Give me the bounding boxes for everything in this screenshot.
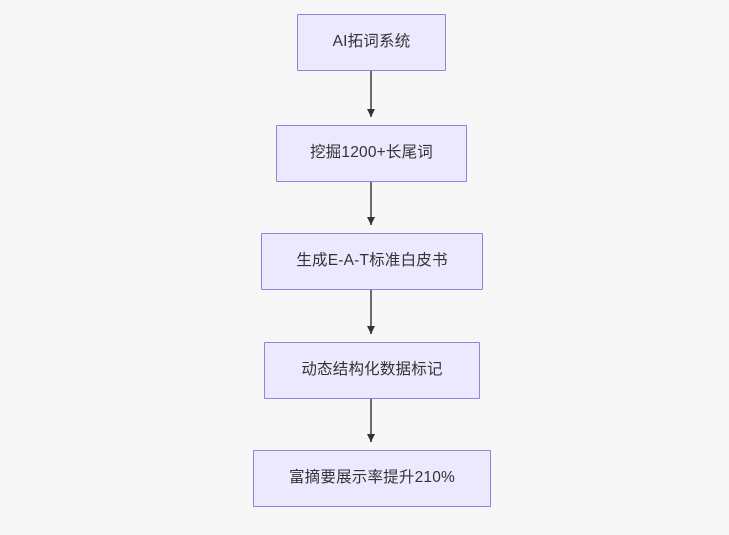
edge-line [370, 71, 372, 117]
arrow-head-icon [367, 109, 375, 117]
flow-node-generate-eat-whitepaper[interactable]: 生成E-A-T标准白皮书 [261, 233, 483, 290]
flow-node-dynamic-structured-data-markup[interactable]: 动态结构化数据标记 [264, 342, 480, 399]
flow-node-label: 挖掘1200+长尾词 [309, 144, 434, 162]
flow-edge-n4-n5 [367, 399, 375, 442]
flow-node-mine-longtail-keywords[interactable]: 挖掘1200+长尾词 [276, 125, 467, 182]
flow-node-label: 动态结构化数据标记 [301, 361, 443, 379]
flow-node-label: 生成E-A-T标准白皮书 [296, 252, 448, 270]
arrow-head-icon [367, 326, 375, 334]
edge-line [370, 290, 372, 334]
flow-node-label: AI拓词系统 [332, 33, 411, 51]
edge-line [370, 182, 372, 225]
edge-line [370, 399, 372, 442]
flow-edge-n2-n3 [367, 182, 375, 225]
arrow-head-icon [367, 217, 375, 225]
flow-edge-n3-n4 [367, 290, 375, 334]
flow-node-label: 富摘要展示率提升210% [288, 469, 456, 487]
arrow-head-icon [367, 434, 375, 442]
flow-node-ai-keyword-system[interactable]: AI拓词系统 [297, 14, 446, 71]
flow-node-rich-snippet-impression-lift[interactable]: 富摘要展示率提升210% [253, 450, 491, 507]
flow-edge-n1-n2 [367, 71, 375, 117]
